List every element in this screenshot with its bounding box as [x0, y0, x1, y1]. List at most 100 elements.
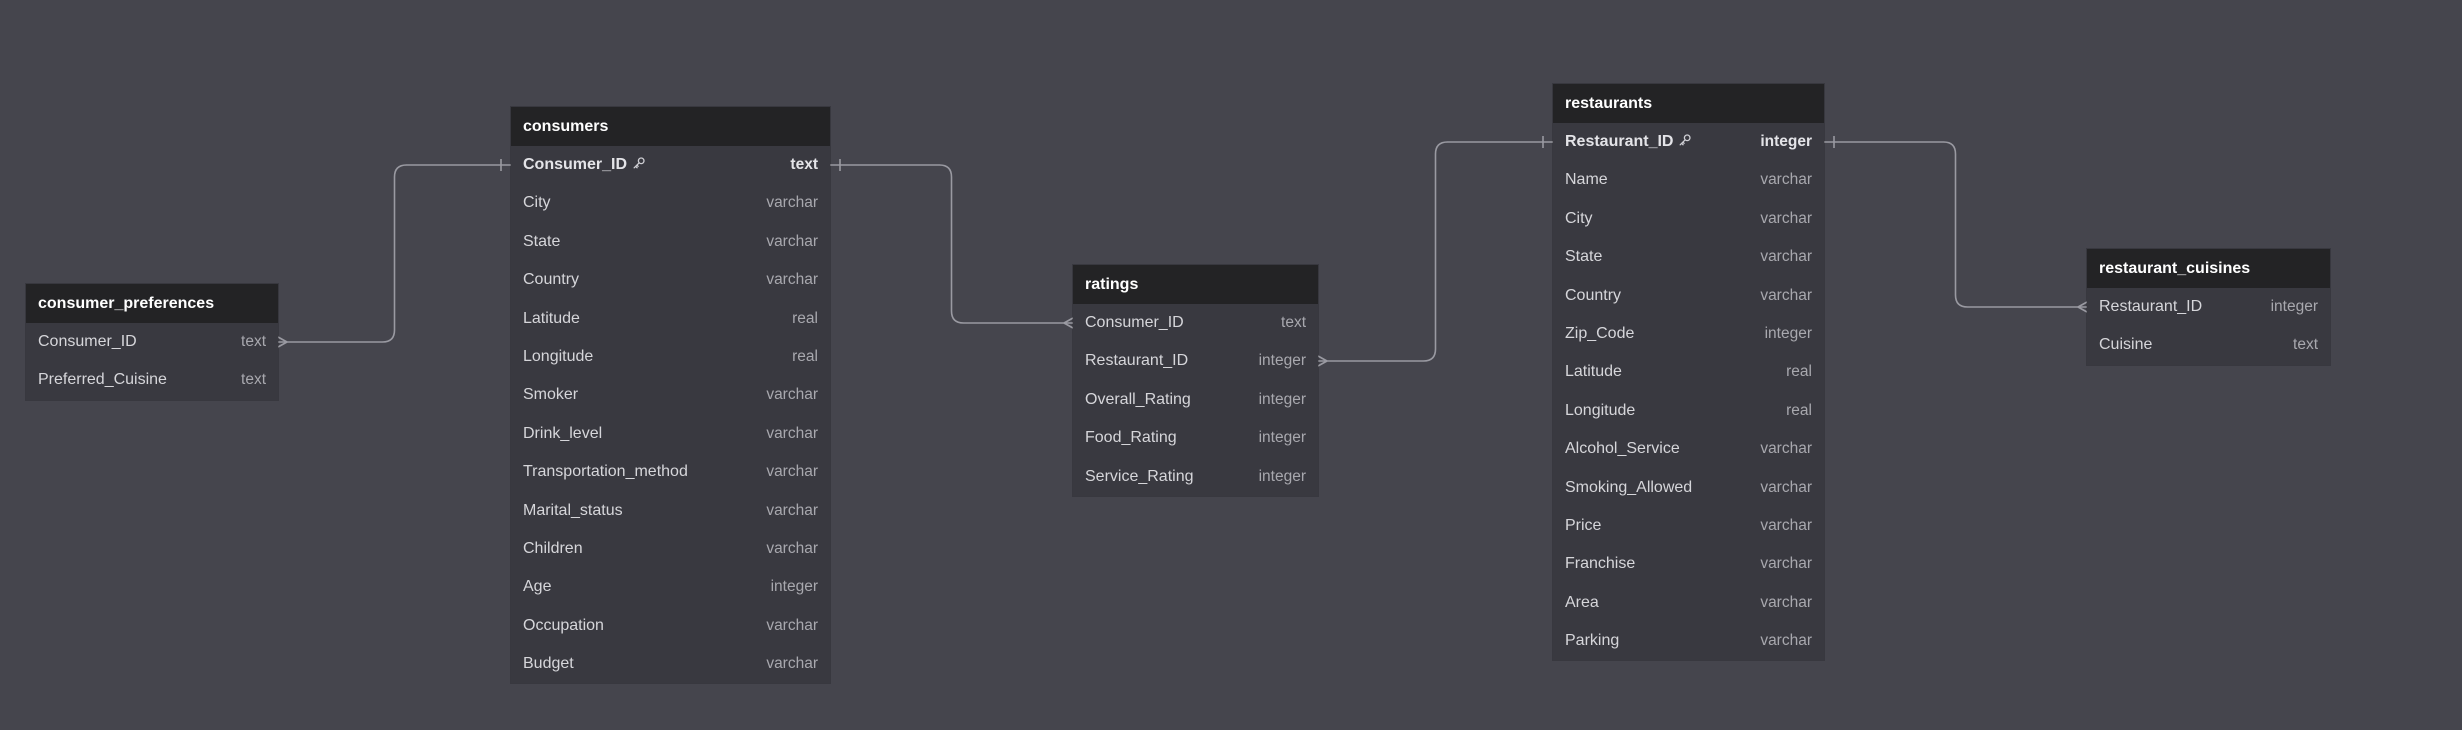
- column-type: varchar: [766, 539, 818, 557]
- column-type: varchar: [766, 616, 818, 634]
- column-row[interactable]: Marital_status varchar: [511, 492, 830, 530]
- column-type: varchar: [766, 232, 818, 250]
- column-name: Area: [1565, 593, 1599, 611]
- column-row[interactable]: Restaurant_ID integer: [1553, 123, 1824, 161]
- column-name: Consumer_ID: [523, 156, 628, 173]
- column-type: varchar: [766, 655, 818, 673]
- column-name: Country: [523, 271, 580, 289]
- relationship-line[interactable]: [1318, 141, 1553, 362]
- column-name: City: [523, 194, 551, 212]
- key-icon: [633, 157, 645, 169]
- table-header[interactable]: ratings: [1073, 265, 1318, 304]
- column-name: Age: [523, 578, 552, 596]
- column-type: varchar: [766, 501, 818, 519]
- column-type: integer: [1764, 324, 1812, 342]
- table-header[interactable]: consumer_preferences: [26, 284, 278, 323]
- column-name: Restaurant_ID: [2099, 298, 2203, 315]
- column-row[interactable]: State varchar: [1553, 238, 1824, 276]
- column-row[interactable]: Smoker varchar: [511, 376, 830, 414]
- column-name: Longitude: [1565, 401, 1636, 419]
- column-name: Country: [1565, 286, 1622, 304]
- column-type: text: [241, 371, 266, 389]
- column-type: integer: [1258, 429, 1306, 447]
- column-type: integer: [1258, 390, 1306, 408]
- column-name: State: [1565, 248, 1603, 266]
- column-type: varchar: [1760, 593, 1812, 611]
- column-name: Franchise: [1565, 555, 1636, 573]
- column-name: Food_Rating: [1085, 429, 1177, 447]
- column-name: Cuisine: [2099, 336, 2153, 354]
- column-type: varchar: [766, 463, 818, 481]
- relationship-line[interactable]: [830, 164, 1073, 324]
- column-name: Name: [1565, 171, 1608, 189]
- column-type: varchar: [766, 194, 818, 212]
- relationship-line[interactable]: [1824, 141, 2087, 308]
- column-name: Consumer_ID: [1085, 314, 1184, 331]
- column-name: State: [523, 232, 561, 250]
- column-type: varchar: [766, 386, 818, 404]
- column-row[interactable]: Children varchar: [511, 530, 830, 568]
- column-type: real: [1786, 401, 1812, 419]
- column-type: integer: [1760, 133, 1812, 150]
- relationship-line[interactable]: [278, 164, 511, 343]
- column-name: Preferred_Cuisine: [38, 371, 167, 389]
- column-name: Latitude: [1565, 363, 1622, 381]
- table-header[interactable]: consumers: [511, 107, 830, 146]
- column-name: Zip_Code: [1565, 324, 1635, 342]
- column-name: Restaurant_ID: [1565, 133, 1674, 150]
- column-row[interactable]: State varchar: [511, 223, 830, 261]
- column-name: Drink_level: [523, 424, 603, 442]
- column-row[interactable]: Zip_Code integer: [1553, 315, 1824, 353]
- column-name: Alcohol_Service: [1565, 440, 1680, 458]
- column-name: Children: [523, 539, 583, 557]
- column-type: varchar: [1760, 478, 1812, 496]
- table-header[interactable]: restaurants: [1553, 84, 1824, 123]
- column-name: Marital_status: [523, 501, 623, 519]
- column-type: integer: [1258, 352, 1306, 370]
- column-row[interactable]: City varchar: [511, 184, 830, 222]
- column-name: Budget: [523, 655, 574, 673]
- column-row[interactable]: Area varchar: [1553, 584, 1824, 622]
- column-name: Smoker: [523, 386, 579, 404]
- cardinality-many-marker: [2077, 301, 2088, 313]
- column-row[interactable]: Longitude real: [1553, 392, 1824, 430]
- column-name: Service_Rating: [1085, 467, 1194, 485]
- column-row[interactable]: Preferred_Cuisine text: [26, 361, 278, 399]
- column-row[interactable]: Food_Rating integer: [1073, 419, 1318, 457]
- table-header[interactable]: restaurant_cuisines: [2087, 249, 2330, 288]
- column-type: varchar: [1760, 248, 1812, 266]
- column-row[interactable]: Budget varchar: [511, 645, 830, 683]
